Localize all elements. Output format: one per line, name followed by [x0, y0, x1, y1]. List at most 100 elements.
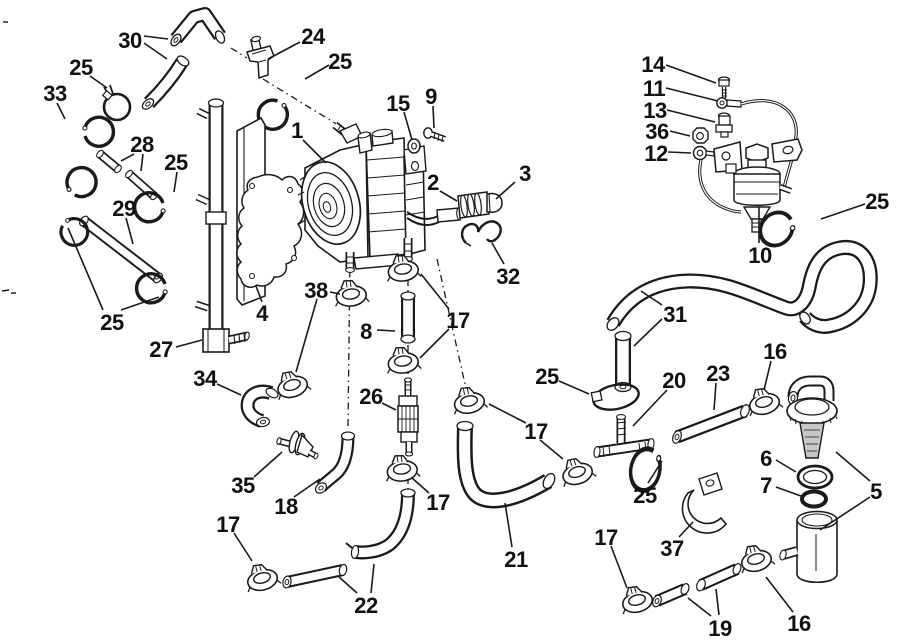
hose-18: [314, 431, 356, 494]
callout-5-40: 5: [870, 479, 882, 504]
leader-line-17-47: [411, 477, 430, 494]
callout-25-6: 25: [164, 150, 188, 175]
leader-line-3-17: [495, 181, 516, 200]
callout-33-3: 33: [43, 81, 67, 106]
callout-37-37: 37: [660, 536, 684, 561]
leader-line-17-43: [610, 545, 628, 589]
callout-8-27: 8: [360, 319, 372, 344]
callout-15-14: 15: [386, 91, 410, 116]
wire-clamp-25f: [590, 383, 640, 411]
leader-line-5-40: [835, 451, 871, 482]
mount-plate-4: [236, 116, 305, 306]
callout-17-43: 17: [594, 525, 618, 550]
leader-line-25-30: [558, 380, 590, 395]
clamp-17g: [616, 581, 658, 617]
callout-14-19: 14: [641, 52, 666, 77]
callout-25-2: 25: [328, 49, 352, 74]
leader-line-38-12: [295, 298, 318, 373]
callout-3-17: 3: [519, 161, 531, 186]
leader-line-17-35: [539, 439, 564, 460]
leader-line-2-16: [439, 190, 458, 202]
leader-line-35-48: [253, 451, 283, 478]
callout-16-33: 16: [763, 339, 787, 364]
leader-line-30-0: [143, 35, 169, 40]
primer-valve-10: [698, 99, 803, 233]
callout-28-5: 28: [130, 132, 154, 157]
check-valve-35: [276, 430, 319, 460]
callout-25-8: 25: [100, 310, 124, 335]
leader-line-28-5: [120, 153, 135, 162]
leader-line-18-46: [293, 478, 321, 498]
o-ring-6: [796, 464, 834, 490]
callout-11-20: 11: [643, 76, 666, 101]
clamp-17e: [382, 451, 422, 485]
callout-17-45: 17: [216, 512, 240, 537]
leader-line-38-12: [329, 291, 341, 295]
check-valve-26: [397, 377, 419, 457]
hose-19b: [696, 563, 742, 592]
leader-line-17-35: [488, 403, 527, 424]
leader-line-30-0: [143, 42, 168, 60]
callout-18-46: 18: [274, 494, 298, 519]
clamp-17d: [241, 559, 283, 595]
leader-line-32-18: [491, 242, 505, 265]
hose-23: [672, 404, 750, 444]
leader-line-1-13: [302, 139, 327, 164]
callout-4-11: 4: [256, 301, 269, 326]
edge-mark-0: [1, 289, 10, 292]
callout-30-0: 30: [118, 28, 142, 53]
tee-fitting-20: [593, 414, 655, 459]
leader-line-22-44: [338, 576, 358, 594]
leader-line-6-38: [775, 459, 797, 473]
leader-line-31-26: [633, 318, 663, 347]
callout-25-25: 25: [865, 189, 889, 214]
leader-line-25-25: [820, 203, 866, 220]
callout-23-32: 23: [706, 361, 730, 386]
leader-line-34-10: [216, 383, 242, 396]
callout-6-38: 6: [760, 446, 772, 471]
callout-10-24: 10: [748, 243, 772, 268]
connector-2: [457, 191, 490, 219]
ring-terminal-11: [716, 97, 742, 109]
leader-line-19-42: [715, 588, 720, 616]
wire-clamp-25b: [101, 84, 132, 122]
leader-line-19-42: [687, 597, 712, 617]
washer-15: [407, 138, 421, 154]
callout-20-31: 20: [662, 368, 686, 393]
callout-24-1: 24: [301, 24, 326, 49]
leader-line-17-45: [233, 532, 253, 562]
hose-31-straight: [614, 330, 632, 393]
leader-line-8-27: [376, 329, 396, 332]
hose-31: [606, 239, 878, 334]
elbow-fitting-27: [202, 328, 250, 353]
retainer-ring-33: [76, 109, 121, 154]
leader-line-25-8: [67, 227, 104, 311]
leader-line-12-23: [667, 151, 692, 154]
fuel-pump: [297, 121, 427, 273]
leader-line-25-2: [304, 64, 330, 80]
clamp-17b: [383, 343, 423, 377]
ring-terminal-12: [692, 145, 715, 161]
fitting-13: [715, 112, 733, 138]
o-ring-7: [800, 489, 828, 509]
callout-34-10: 34: [193, 366, 218, 391]
leader-line-17-28: [419, 328, 450, 359]
callout-1-13: 1: [291, 118, 303, 143]
leader-line-11-20: [665, 87, 719, 102]
leader-line-25-8: [120, 296, 160, 311]
callout-36-22: 36: [645, 119, 669, 144]
callout-38-12: 38: [304, 278, 328, 303]
hose-30-upper: [170, 7, 226, 47]
fuel-line-tube: [194, 98, 227, 330]
callout-25-30: 25: [535, 364, 559, 389]
callout-25-34: 25: [633, 483, 657, 508]
callout-16-41: 16: [787, 611, 811, 636]
leader-line-29-7: [125, 217, 134, 245]
leader-line-9-15: [432, 105, 435, 129]
leader-line-25-6: [173, 171, 178, 193]
leader-line-37-37: [678, 521, 694, 538]
callout-19-42: 19: [708, 616, 732, 641]
hose-22-elbow: [345, 488, 416, 560]
hose-8: [400, 291, 416, 344]
